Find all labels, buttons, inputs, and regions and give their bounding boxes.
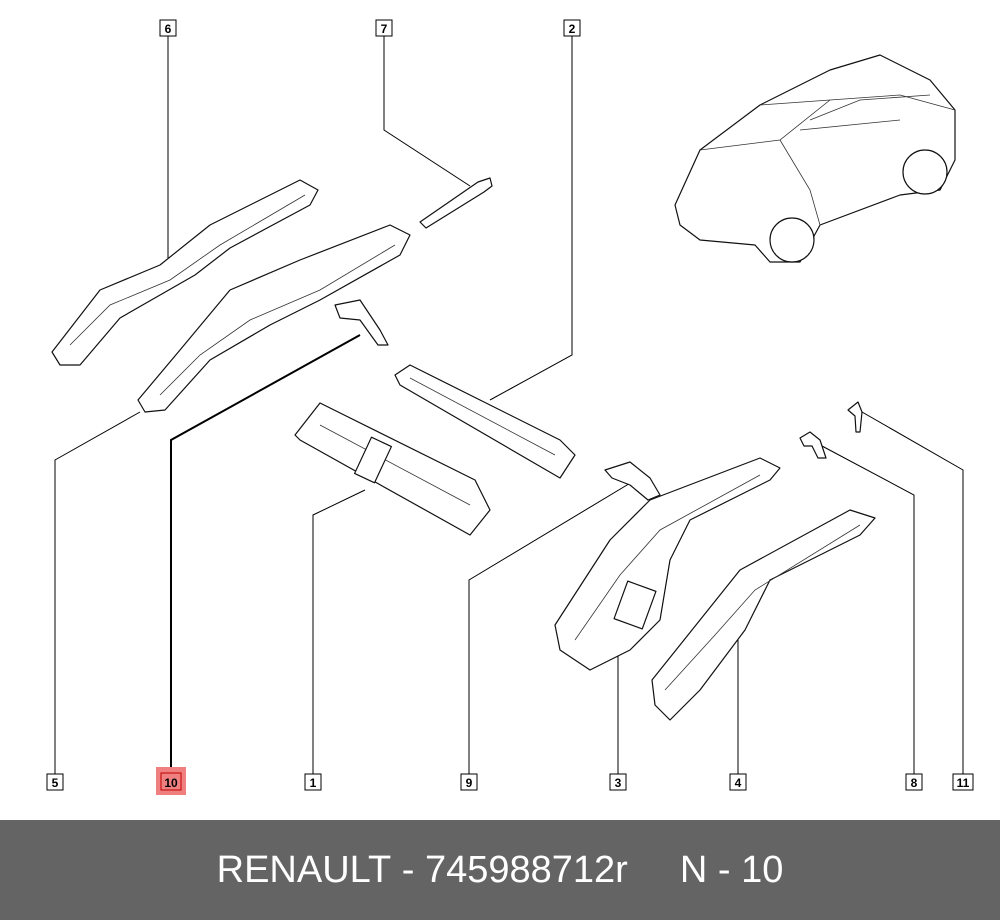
part-number: 745988712r — [424, 848, 628, 891]
callout-8[interactable]: 8 — [905, 773, 923, 791]
callout-label: 1 — [310, 776, 317, 790]
part-8-clip — [799, 431, 827, 459]
callout-label: 6 — [165, 22, 172, 36]
vehicle-overview-illustration — [674, 54, 956, 263]
leader-lines — [54, 36, 964, 774]
callout-5[interactable]: 5 — [46, 773, 64, 791]
callout-4[interactable]: 4 — [729, 773, 747, 791]
callout-label: 3 — [615, 776, 622, 790]
callout-3[interactable]: 3 — [609, 773, 627, 791]
leader-2 — [489, 36, 573, 401]
leader-11 — [861, 411, 964, 774]
callout-label: 9 — [466, 776, 473, 790]
part-7-rod — [419, 177, 493, 229]
callout-label: 4 — [735, 776, 742, 790]
part-10-floor-rail — [137, 224, 411, 413]
callout-label: 11 — [957, 776, 970, 790]
part-11-clip — [847, 401, 863, 433]
leader-8 — [821, 445, 915, 774]
brand-name: RENAULT — [216, 848, 392, 891]
ref-prefix: N — [679, 848, 708, 891]
part-2-crossmember — [394, 364, 576, 479]
callout-7[interactable]: 7 — [375, 19, 393, 37]
callout-1[interactable]: 1 — [304, 773, 322, 791]
separator: - — [401, 848, 415, 891]
callout-9[interactable]: 9 — [460, 773, 478, 791]
part-6-side-rail — [51, 179, 319, 366]
part-1-crossmember — [294, 402, 491, 536]
ref-number: 10 — [741, 848, 784, 891]
part-4-front-rail — [651, 509, 876, 721]
callout-label: 10 — [164, 776, 178, 790]
leader-9 — [468, 481, 633, 774]
callout-11[interactable]: 11 — [952, 773, 974, 791]
callout-6[interactable]: 6 — [159, 19, 177, 37]
callout-2[interactable]: 2 — [563, 19, 581, 37]
callout-10-highlighted[interactable]: 10 — [156, 767, 186, 795]
part-9-bracket — [604, 461, 661, 501]
callout-label: 2 — [569, 22, 576, 36]
leader-1 — [312, 489, 366, 774]
callout-label: 5 — [52, 776, 59, 790]
leader-7 — [383, 36, 471, 187]
part-info-footer: RENAULT - 745988712r N - 10 — [0, 820, 1000, 920]
separator: - — [717, 848, 731, 891]
parts-diagram: 6 7 2 5 10 1 9 3 4 8 11 — [46, 19, 974, 795]
callout-label: 8 — [911, 776, 918, 790]
leader-5 — [54, 411, 141, 774]
callout-label: 7 — [381, 22, 388, 36]
leader-10 — [170, 334, 361, 774]
part-3-front-rail — [554, 457, 781, 671]
